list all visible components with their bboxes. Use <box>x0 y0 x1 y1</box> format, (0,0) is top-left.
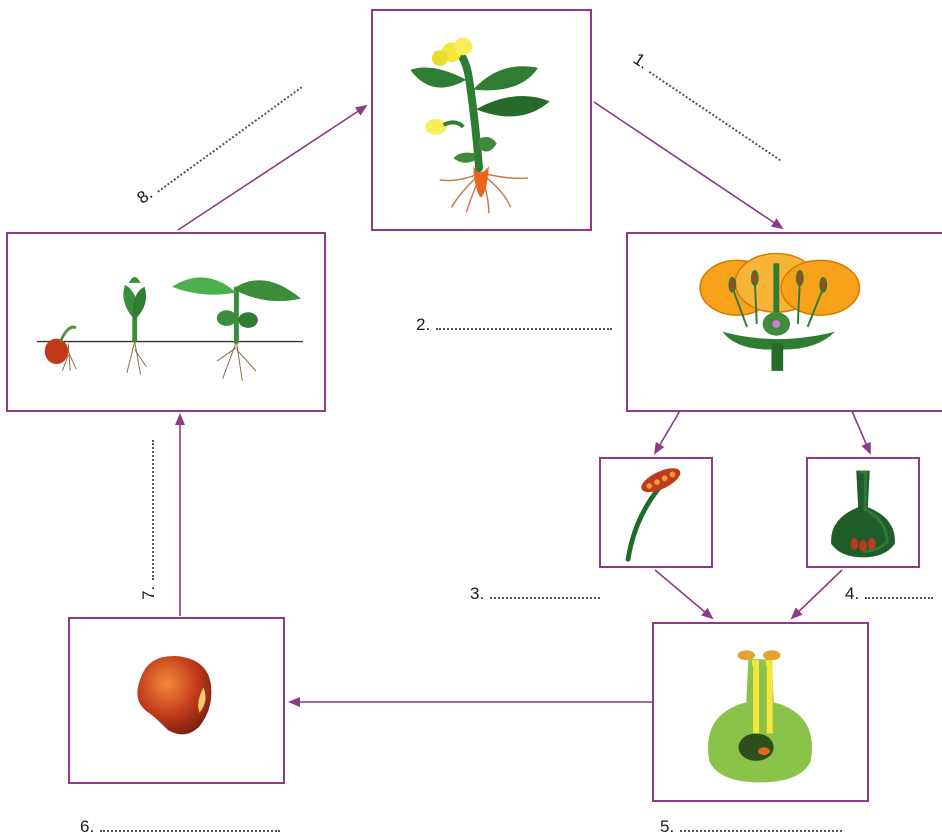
label-7-number: 7. <box>139 585 158 600</box>
label-3: 3. <box>470 584 601 603</box>
sprout-stage <box>123 277 147 375</box>
ovary-icon <box>831 470 895 558</box>
arrow-stamen-to-ovary <box>654 569 714 620</box>
label-6-blank[interactable] <box>100 826 281 832</box>
label-8-number: 8. <box>133 183 157 208</box>
pistil-box <box>806 457 920 568</box>
young-plant-stage <box>171 277 301 381</box>
label-3-blank[interactable] <box>490 593 601 599</box>
stamen-box <box>599 457 713 568</box>
label-6-number: 6. <box>80 817 95 836</box>
label-2: 2. <box>416 315 613 334</box>
label-1-blank[interactable] <box>648 67 784 162</box>
label-8: 8. <box>133 77 304 208</box>
flowering-plant-icon <box>410 35 550 214</box>
label-7: 7. <box>139 439 158 600</box>
germinating-seed-stage <box>44 325 77 372</box>
arrow-germination-to-plant <box>177 104 368 231</box>
fertilized-ovary-box <box>652 622 869 802</box>
label-1: 1. <box>629 49 787 164</box>
label-2-number: 2. <box>416 315 431 334</box>
germination-box <box>6 232 326 412</box>
arrow-plant-to-flower <box>593 101 784 230</box>
stamen-icon <box>625 468 681 562</box>
label-5-blank[interactable] <box>680 826 843 832</box>
seed-box <box>68 617 285 784</box>
flower-box <box>626 232 942 412</box>
label-7-blank[interactable] <box>148 439 154 580</box>
label-2-blank[interactable] <box>436 324 613 330</box>
label-6: 6. <box>80 817 281 836</box>
label-1-number: 1. <box>629 49 653 73</box>
label-8-blank[interactable] <box>155 82 303 193</box>
adult-plant-box <box>371 9 592 231</box>
flower-icon <box>699 252 861 371</box>
label-5: 5. <box>660 817 843 836</box>
bean-seed-icon <box>137 655 212 735</box>
label-4: 4. <box>845 584 934 603</box>
label-4-blank[interactable] <box>865 593 934 599</box>
label-5-number: 5. <box>660 817 675 836</box>
label-3-number: 3. <box>470 584 485 603</box>
seedling-stages-icon <box>36 277 303 381</box>
arrow-pistil-to-ovary <box>790 569 843 620</box>
label-4-number: 4. <box>845 584 860 603</box>
fertilized-ovary-icon <box>708 650 813 783</box>
